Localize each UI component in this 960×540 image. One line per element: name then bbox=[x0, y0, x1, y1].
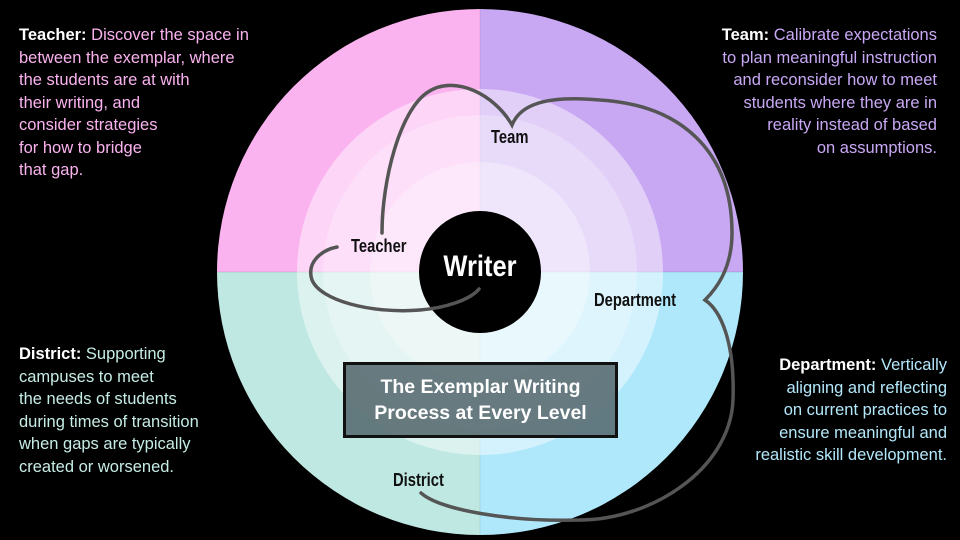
writer-circle bbox=[419, 211, 541, 333]
writer-label: Writer bbox=[443, 250, 517, 283]
district-text: Supporting campuses to meet the needs of… bbox=[19, 345, 199, 476]
team-heading: Team: bbox=[721, 26, 770, 44]
connector-line bbox=[308, 83, 735, 522]
team-label: Team bbox=[491, 127, 529, 147]
district-heading: District: bbox=[19, 345, 82, 363]
teacher-label: Teacher bbox=[351, 236, 407, 256]
teacher-heading: Teacher: bbox=[19, 26, 87, 44]
diagram-title: The Exemplar Writing Process at Every Le… bbox=[343, 362, 618, 438]
department-description: Department: Vertically aligning and refl… bbox=[707, 354, 947, 467]
teacher-description: Teacher: Discover the space in between t… bbox=[19, 24, 299, 182]
team-description: Team: Calibrate expectations to plan mea… bbox=[657, 24, 937, 159]
department-text: Vertically aligning and reflecting on cu… bbox=[755, 356, 947, 464]
teacher-text: Discover the space in between the exempl… bbox=[19, 26, 249, 179]
department-heading: Department: bbox=[779, 356, 877, 374]
department-label: Department bbox=[594, 290, 677, 310]
district-label: District bbox=[393, 470, 444, 490]
district-description: District: Supporting campuses to meet th… bbox=[19, 343, 259, 478]
team-text: Calibrate expectations to plan meaningfu… bbox=[722, 26, 937, 157]
